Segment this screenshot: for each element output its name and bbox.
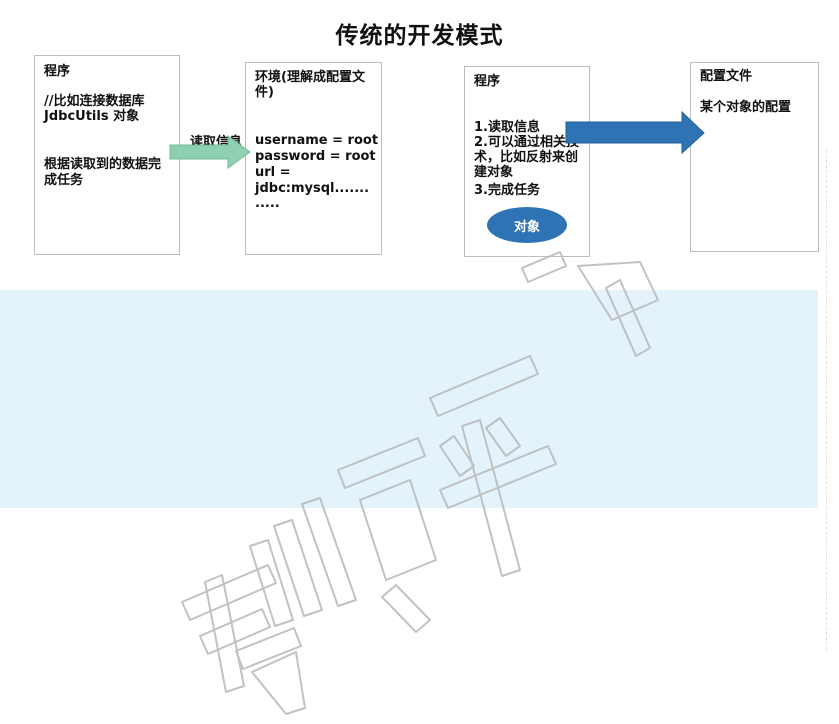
environment-heading-line1: 环境(理解成配置文 [255, 70, 365, 85]
program-comment: //比如连接数据库 [44, 94, 145, 109]
config-file-heading: 配置文件 [700, 69, 753, 84]
program-task-line1: 根据读取到的数据完 [44, 157, 162, 172]
object-ellipse: 对象 [487, 207, 567, 243]
green-arrow [169, 135, 251, 169]
step-reflection-line3: 建对象 [474, 165, 514, 180]
page-edge [826, 150, 833, 650]
step-reflection-line2: 术，比如反射来创 [474, 150, 579, 165]
step-reflection-line1: 2.可以通过相关技 [474, 135, 579, 150]
program2-heading: 程序 [474, 74, 501, 89]
program-box-right: 程序 1.读取信息 2.可以通过相关技 术，比如反射来创 建对象 3.完成任务 [464, 66, 590, 257]
step-read-info: 1.读取信息 [474, 120, 540, 135]
highlight-band [0, 290, 818, 508]
config-username: username = root [255, 133, 379, 148]
config-url-value: jdbc:mysql....... [255, 181, 370, 196]
environment-box: 环境(理解成配置文 件) username = root password = … [245, 62, 382, 255]
program-object: JdbcUtils 对象 [44, 109, 140, 124]
config-ellipsis: ..... [255, 196, 280, 211]
blue-arrow [565, 110, 705, 155]
config-password: password = root [255, 149, 376, 164]
config-file-desc: 某个对象的配置 [700, 100, 792, 115]
watermark-icon [181, 251, 659, 715]
program-task-line2: 成任务 [44, 173, 84, 188]
environment-heading-line2: 件) [255, 85, 274, 100]
program-heading: 程序 [44, 64, 71, 79]
program-box-left: 程序 //比如连接数据库 JdbcUtils 对象 根据读取到的数据完 成任务 [34, 55, 180, 255]
page-title: 传统的开发模式 [335, 23, 504, 49]
step-complete-task: 3.完成任务 [474, 183, 540, 198]
config-url: url = [255, 165, 291, 180]
config-file-box: 配置文件 某个对象的配置 [690, 62, 819, 252]
